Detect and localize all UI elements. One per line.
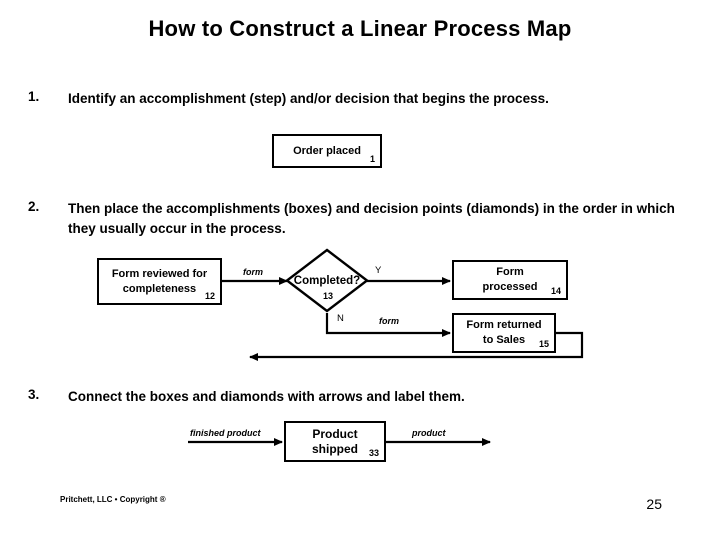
flow-box-form-reviewed[interactable]: Form reviewed for completeness 12 <box>97 258 222 305</box>
flow-box-product-shipped-label-line2: shipped <box>311 441 358 456</box>
flow-box-form-reviewed-label-line1: Form reviewed for <box>111 267 208 280</box>
flow-box-order-placed[interactable]: Order placed 1 <box>272 134 382 168</box>
flow-box-order-placed-index: 1 <box>369 154 375 164</box>
flow-box-form-processed-index: 14 <box>550 286 561 296</box>
flow-diamond-completed[interactable]: Completed? 13 <box>285 248 369 313</box>
page-number: 25 <box>646 496 662 512</box>
flow-box-form-returned-index: 15 <box>538 339 549 349</box>
diamond-shape-icon <box>285 248 369 313</box>
step-2-text: Then place the accomplishments (boxes) a… <box>68 201 675 236</box>
step-1-number: 1. <box>28 89 40 104</box>
flow-box-form-reviewed-index: 12 <box>204 291 215 301</box>
flow-box-product-shipped[interactable]: Product shipped 33 <box>284 421 386 462</box>
edge-label-product: product <box>412 428 446 438</box>
edge-label-completed-no: N <box>337 313 344 324</box>
flow-box-product-shipped-label-line1: Product <box>312 426 358 441</box>
edge-label-finished-product: finished product <box>190 428 261 438</box>
flow-box-product-shipped-index: 33 <box>368 448 379 458</box>
flow-box-form-reviewed-label-line2: completeness <box>122 282 197 295</box>
flow-diamond-completed-label: Completed? <box>293 274 361 287</box>
flow-box-form-returned[interactable]: Form returned to Sales 15 <box>452 313 556 353</box>
flow-box-form-returned-label-line2: to Sales <box>482 334 526 346</box>
flow-diamond-completed-index: 13 <box>323 291 334 301</box>
step-3-number: 3. <box>28 387 40 402</box>
step-1-text: Identify an accomplishment (step) and/or… <box>68 91 549 106</box>
flow-box-order-placed-label: Order placed <box>293 144 361 157</box>
step-3-text: Connect the boxes and diamonds with arro… <box>68 389 465 404</box>
flow-box-form-processed-label-line1: Form <box>496 266 524 278</box>
flow-box-form-processed-label-line2: processed <box>482 281 538 293</box>
footer-copyright: Pritchett, LLC • Copyright ® <box>60 495 166 504</box>
edge-label-completed-yes: Y <box>375 265 382 276</box>
page-title: How to Construct a Linear Process Map <box>148 16 572 41</box>
flow-box-form-processed[interactable]: Form processed 14 <box>452 260 568 300</box>
edge-label-reviewed-to-completed: form <box>243 267 263 277</box>
flow-box-form-returned-label-line1: Form returned <box>466 319 542 331</box>
edge-label-no-to-returned: form <box>379 316 399 326</box>
step-2-number: 2. <box>28 199 40 214</box>
